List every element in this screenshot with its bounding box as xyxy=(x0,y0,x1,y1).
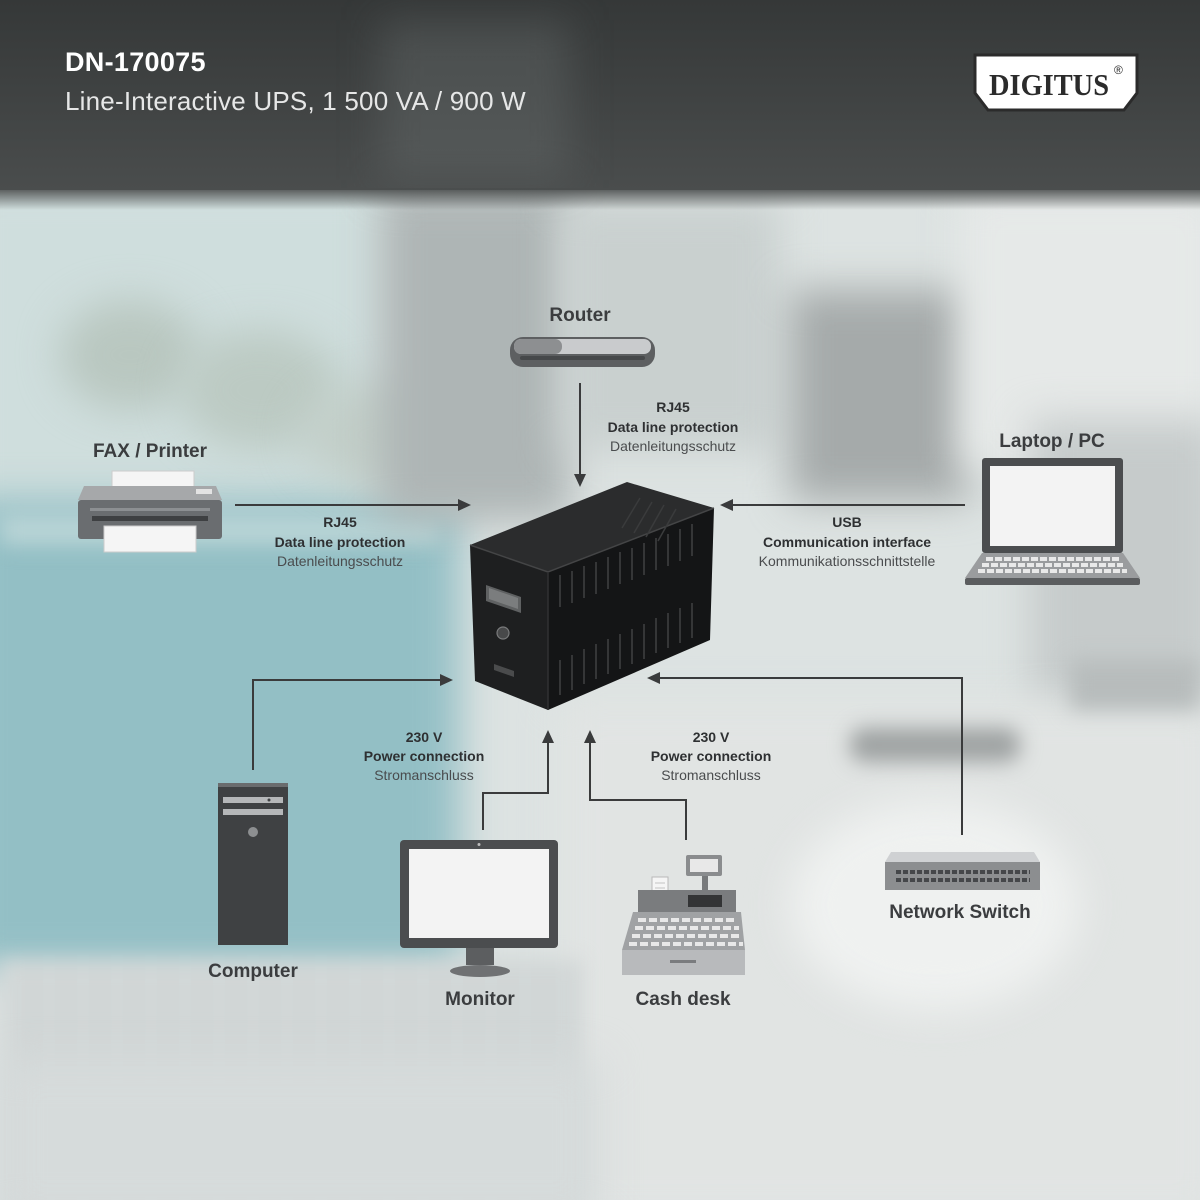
laptop-label: Laptop / PC xyxy=(999,431,1105,452)
logo-text: DIGITUS xyxy=(989,67,1109,102)
connection-description-de: Datenleitungsschutz xyxy=(610,438,736,454)
laptop-connection-info: USB Communication interface Kommunikatio… xyxy=(759,514,936,569)
cash-register-icon xyxy=(622,855,745,975)
connector-computer-ups xyxy=(252,674,453,770)
router-label: Router xyxy=(549,305,611,326)
connection-description-en: Power connection xyxy=(364,748,485,764)
connector-printer-ups xyxy=(235,499,471,511)
header-fade xyxy=(0,188,1200,210)
connection-type: USB xyxy=(832,514,862,530)
connector-switch-ups xyxy=(647,672,963,835)
monitor-label: Monitor xyxy=(445,989,515,1010)
connection-description-en: Communication interface xyxy=(763,534,931,550)
logo-registered-mark: ® xyxy=(1114,63,1123,77)
product-number: DN-170075 xyxy=(65,47,206,77)
connection-description-de: Kommunikationsschnittstelle xyxy=(759,553,936,569)
connection-description-en: Data line protection xyxy=(608,419,739,435)
connection-description-en: Data line protection xyxy=(275,534,406,550)
connection-description-en: Power connection xyxy=(651,748,772,764)
connector-router-ups xyxy=(574,383,586,487)
router-icon xyxy=(510,337,655,367)
connector-cashdesk-ups xyxy=(584,730,687,840)
connection-description-de: Stromanschluss xyxy=(661,767,761,783)
cashdesk-label: Cash desk xyxy=(635,989,730,1010)
switch-label: Network Switch xyxy=(889,902,1030,923)
power-left-connection-info: 230 V Power connection Stromanschluss xyxy=(364,729,485,783)
connection-type: 230 V xyxy=(693,729,730,745)
power-right-connection-info: 230 V Power connection Stromanschluss xyxy=(651,729,772,783)
product-description: Line-Interactive UPS, 1 500 VA / 900 W xyxy=(65,86,526,116)
connection-description-de: Stromanschluss xyxy=(374,767,474,783)
connection-type: RJ45 xyxy=(323,514,357,530)
printer-label: FAX / Printer xyxy=(93,441,208,462)
computer-tower-icon xyxy=(218,783,288,945)
connection-type: 230 V xyxy=(406,729,443,745)
digitus-logo: DIGITUS ® xyxy=(973,53,1139,112)
connector-monitor-ups xyxy=(482,730,554,830)
network-switch-icon xyxy=(885,852,1040,890)
connection-description-de: Datenleitungsschutz xyxy=(277,553,403,569)
ups-icon xyxy=(469,482,715,710)
monitor-icon xyxy=(400,840,558,977)
connector-laptop-ups xyxy=(720,499,965,511)
laptop-icon xyxy=(965,458,1140,585)
computer-label: Computer xyxy=(208,961,298,982)
printer-connection-info: RJ45 Data line protection Datenleitungss… xyxy=(275,514,406,569)
connection-type: RJ45 xyxy=(656,399,690,415)
printer-icon xyxy=(78,470,222,553)
router-connection-info: RJ45 Data line protection Datenleitungss… xyxy=(608,399,739,454)
